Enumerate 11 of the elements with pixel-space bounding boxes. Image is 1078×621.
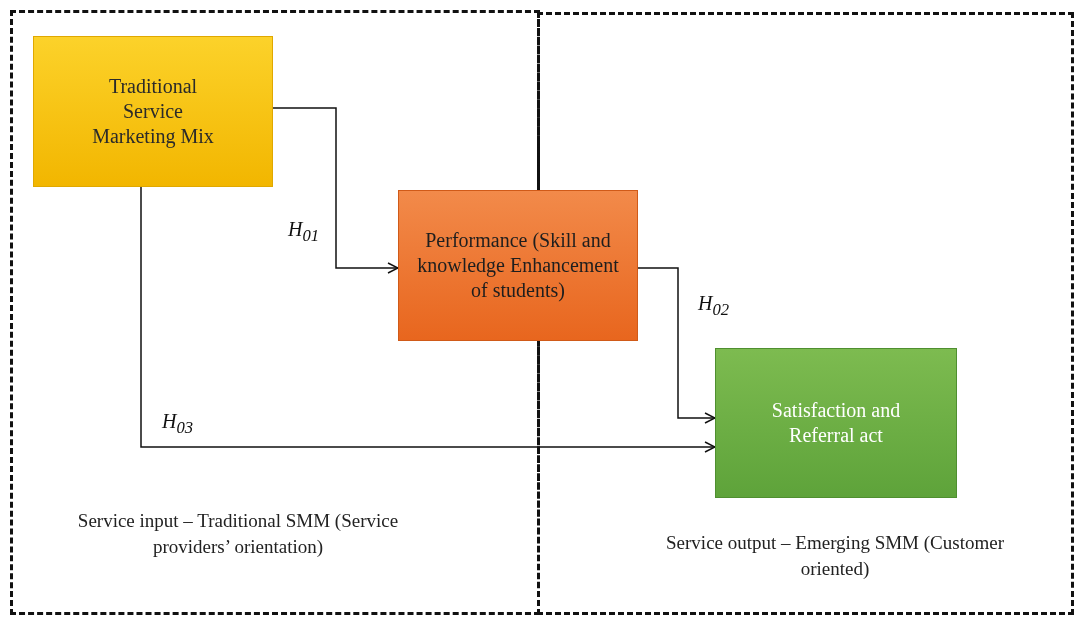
edge-label: H$_{01}$ bbox=[288, 218, 320, 246]
concept-box: Traditional Service Marketing Mix bbox=[33, 36, 273, 187]
edge-label: H$_{02}$ bbox=[698, 292, 730, 320]
arrow bbox=[272, 107, 399, 274]
concept-box: Satisfaction and Referral act bbox=[715, 348, 957, 498]
concept-box: Performance (Skill and knowledge Enhancement of students) bbox=[398, 190, 638, 341]
arrow bbox=[637, 267, 716, 424]
region-caption: Service output – Emerging SMM (Customer oriented) bbox=[665, 531, 1005, 581]
arrow bbox=[140, 186, 716, 453]
edge-label: H$_{03}$ bbox=[162, 410, 194, 438]
region-caption: Service input – Traditional SMM (Service providers’ orientation) bbox=[76, 509, 400, 559]
